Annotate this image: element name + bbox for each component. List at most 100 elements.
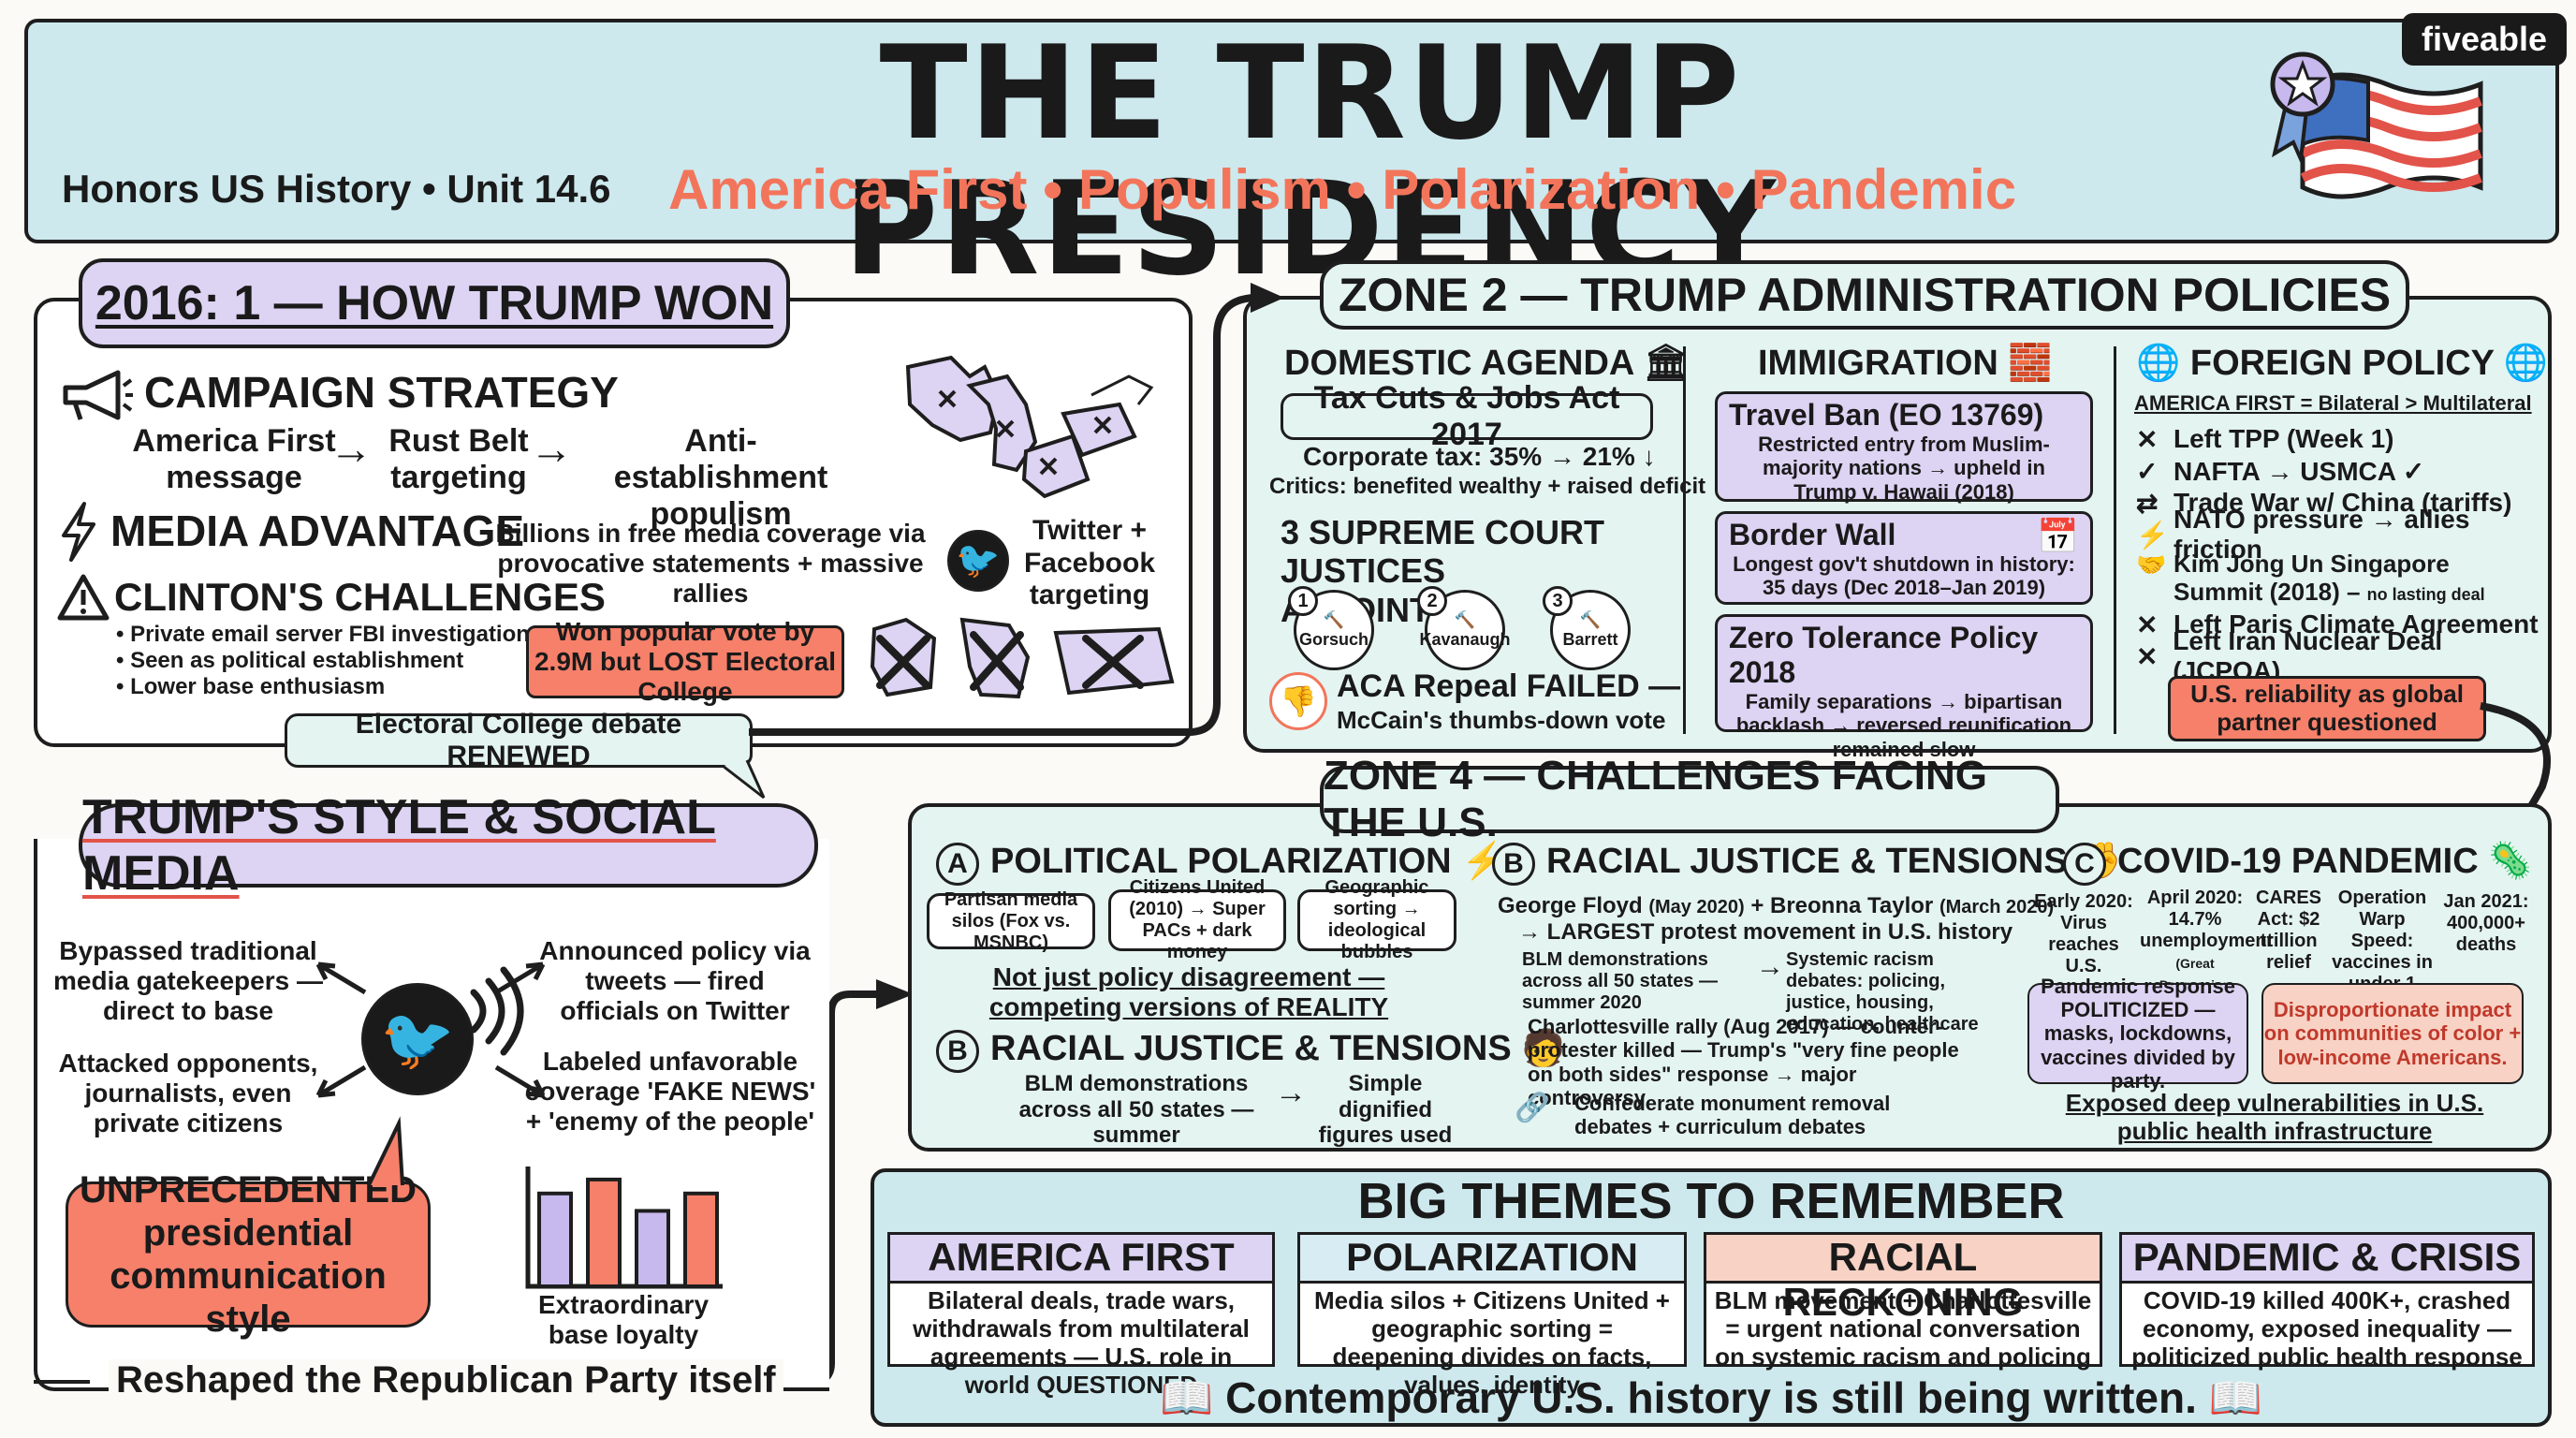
tax-critics: Critics: benefited wealthy + raised defi… (1269, 474, 1706, 499)
racial-letter: B (1492, 843, 1535, 886)
theme-card-4: PANDEMIC & CRISIS COVID-19 killed 400K+,… (2119, 1232, 2535, 1371)
zone2-divider-2 (2114, 346, 2116, 734)
border-wall-card: Border Wall Longest gov't shutdown in hi… (1715, 511, 2093, 605)
largest-protest: → LARGEST protest movement in U.S. histo… (1518, 919, 2013, 945)
zone2-divider-1 (1683, 346, 1686, 734)
book-icon-right: 📖 (2208, 1373, 2262, 1422)
polarization-pill-3: Geographic sorting → ideological bubbles (1297, 877, 1456, 962)
polarization-letter: A (936, 843, 979, 886)
travel-ban-title: Travel Ban (EO 13769) (1729, 398, 2044, 432)
theme-card-1: AMERICA FIRST Bilateral deals, trade war… (887, 1232, 1275, 1399)
justice-2-number: 2 (1417, 586, 1447, 616)
racial-small-right: Simple dignified figures used (1318, 1071, 1453, 1149)
clinton-item-2: • Seen as political establishment (116, 648, 464, 673)
racial-small-letter: B (936, 1030, 979, 1073)
zero-tolerance-title: Zero Tolerance Policy 2018 (1729, 621, 2039, 689)
megaphone-icon (63, 370, 133, 420)
header-banner (24, 19, 2559, 243)
border-wall-body: Longest gov't shutdown in history: 35 da… (1733, 552, 2075, 600)
flow-step-3: Anti-establishment populism (613, 423, 828, 533)
foreign-item-3: ⇄Trade War w/ China (tariffs) (2136, 488, 2512, 518)
racial-small-arrow: → (1275, 1075, 1307, 1110)
foreign-list: ✕Left TPP (Week 1) ✓NAFTA → USMCA ✓ ⇄Tra… (2136, 423, 2548, 685)
aca-sub: McCain's thumbs-down vote (1337, 706, 1666, 734)
foreign-heading: 🌐 FOREIGN POLICY 🌐 (2136, 344, 2549, 383)
calendar-icon: 📅 (2037, 517, 2079, 555)
domestic-heading: DOMESTIC AGENDA 🏛 (1284, 344, 1689, 383)
theme-card-2-title: POLARIZATION (1300, 1235, 1684, 1284)
wall-icon: 🧱 (2008, 344, 2053, 383)
chart-bar-3 (635, 1209, 670, 1288)
theme-card-1-title: AMERICA FIRST (890, 1235, 1272, 1284)
exposed-vulnerabilities: Exposed deep vulnerabilities in U.S. pub… (2065, 1089, 2484, 1145)
justice-3-number: 3 (1543, 586, 1573, 616)
warning-icon (57, 574, 110, 621)
blm-demonstrations: BLM demonstrations across all 50 states … (1522, 949, 1719, 1013)
us-flag-icon (2300, 72, 2483, 199)
theme-card-4-title: PANDEMIC & CRISIS (2122, 1235, 2532, 1284)
zone2-title: ZONE 2 — TRUMP ADMINISTRATION POLICIES (1320, 260, 2409, 330)
justice-3-icon: 🔨Barrett (1550, 590, 1631, 670)
theme-card-3-body: BLM movement + Charlottesville = urgent … (1714, 1286, 2092, 1371)
foreign-item-4: ⚡NATO pressure → allies friction (2136, 505, 2470, 564)
unprecedented-tail (367, 1116, 404, 1186)
flow-arrow-2: → (530, 424, 573, 473)
fiveable-logo[interactable]: fiveable (2402, 13, 2567, 66)
zone4-panel (908, 803, 2552, 1152)
media-heading: MEDIA ADVANTAGE (110, 506, 525, 555)
broadcast-waves-icon (470, 966, 524, 1056)
covid-letter: C (2063, 843, 2106, 886)
racial-small-heading: RACIAL JUSTICE & TENSIONS 🧑 (990, 1029, 1566, 1068)
theme-card-4-body: COVID-19 killed 400K+, crashed economy, … (2131, 1286, 2523, 1371)
course-label: Honors US History • Unit 14.6 (62, 167, 611, 211)
justice-1-number: 1 (1288, 586, 1318, 616)
book-icon-left: 📖 (1160, 1373, 1214, 1422)
theme-card-1-body: Bilateral deals, trade wars, withdrawals… (913, 1286, 1250, 1399)
themes-footer: 📖 Contemporary U.S. history is still bei… (1160, 1373, 2262, 1422)
loyalty-chart (525, 1167, 723, 1289)
style-item-4: Labeled unfavorable coverage 'FAKE NEWS'… (524, 1047, 816, 1137)
capitol-icon: 🏛 (1643, 344, 1689, 383)
zone4-title: ZONE 4 — CHALLENGES FACING THE U.S. (1320, 753, 2059, 845)
style-item-2: Announced policy via tweets — fired offi… (539, 936, 811, 1026)
charlottesville: Charlottesville rally (Aug 2017) — count… (1528, 1015, 1959, 1109)
travel-ban-body: Restricted entry from Muslim-majority na… (1758, 433, 2050, 504)
globe-grid-icon: 🌐 (2503, 344, 2549, 383)
zero-tolerance-card: Zero Tolerance Policy 2018 Family separa… (1715, 614, 2093, 761)
twitter-bird-icon: 🐦 (361, 983, 474, 1095)
travel-ban-card: Travel Ban (EO 13769) Restricted entry f… (1715, 391, 2093, 504)
foreign-item-6: ✕Left Paris Climate Agreement (2136, 609, 2539, 639)
border-wall-title: Border Wall (1729, 518, 1896, 551)
clinton-heading: CLINTON'S CHALLENGES (114, 575, 606, 619)
twitter-text: Twitter + Facebook targeting (1023, 515, 1156, 610)
foreign-item-1: ✕Left TPP (Week 1) (2136, 424, 2394, 454)
reshaped-text: Reshaped the Republican Party itself (109, 1359, 783, 1401)
disproportionate-card: Disproportionate impact on communities o… (2261, 983, 2524, 1084)
loyalty-label: Extraordinary base loyalty (537, 1290, 710, 1350)
politicized-card: Pandemic response POLITICIZED — masks, l… (2027, 975, 2248, 1093)
theme-card-3-title: RACIAL RECKONING (1706, 1235, 2100, 1324)
chart-bar-2 (586, 1177, 622, 1289)
confederate-debates: Confederate monument removal debates + c… (1574, 1092, 1891, 1139)
flow-step-2: Rust Belt targeting (388, 423, 529, 496)
virus-icon: 🦠 (2488, 842, 2533, 881)
theme-card-2: POLARIZATION Media silos + Citizens Unit… (1297, 1232, 1687, 1399)
unprecedented-callout: UNPRECEDENTED presidential communication… (66, 1169, 431, 1340)
chain-link-icon: 🔗 (1515, 1093, 1550, 1123)
polarization-heading: POLITICAL POLARIZATION ⚡ (990, 842, 1506, 881)
systemic-racism: Systemic racism debates: policing, justi… (1786, 949, 1979, 1034)
reshaped-dash (34, 1380, 90, 1384)
covid-heading: COVID-19 PANDEMIC 🦠 (2117, 842, 2533, 881)
theme-card-2-body: Media silos + Citizens United + geograph… (1314, 1286, 1670, 1399)
campaign-heading: CAMPAIGN STRATEGY (144, 368, 619, 417)
media-text: Billions in free media coverage via prov… (495, 519, 926, 609)
polarization-pill-1: Partisan media silos (Fox vs. MSNBC) (927, 889, 1095, 953)
person-icon: 🧑 (1521, 1029, 1566, 1068)
reliability-callout: U.S. reliability as global partner quest… (2168, 676, 2486, 741)
style-item-3: Attacked opponents, journalists, even pr… (58, 1049, 318, 1138)
lightning-icon (62, 502, 95, 562)
themes-title: BIG THEMES TO REMEMBER (1357, 1173, 2065, 1229)
twitter-icon: 🐦 (947, 530, 1009, 592)
floyd-line: George Floyd (May 2020) + Breonna Taylor… (1498, 893, 2055, 918)
thumbs-down-icon: 👎 (1269, 672, 1327, 730)
